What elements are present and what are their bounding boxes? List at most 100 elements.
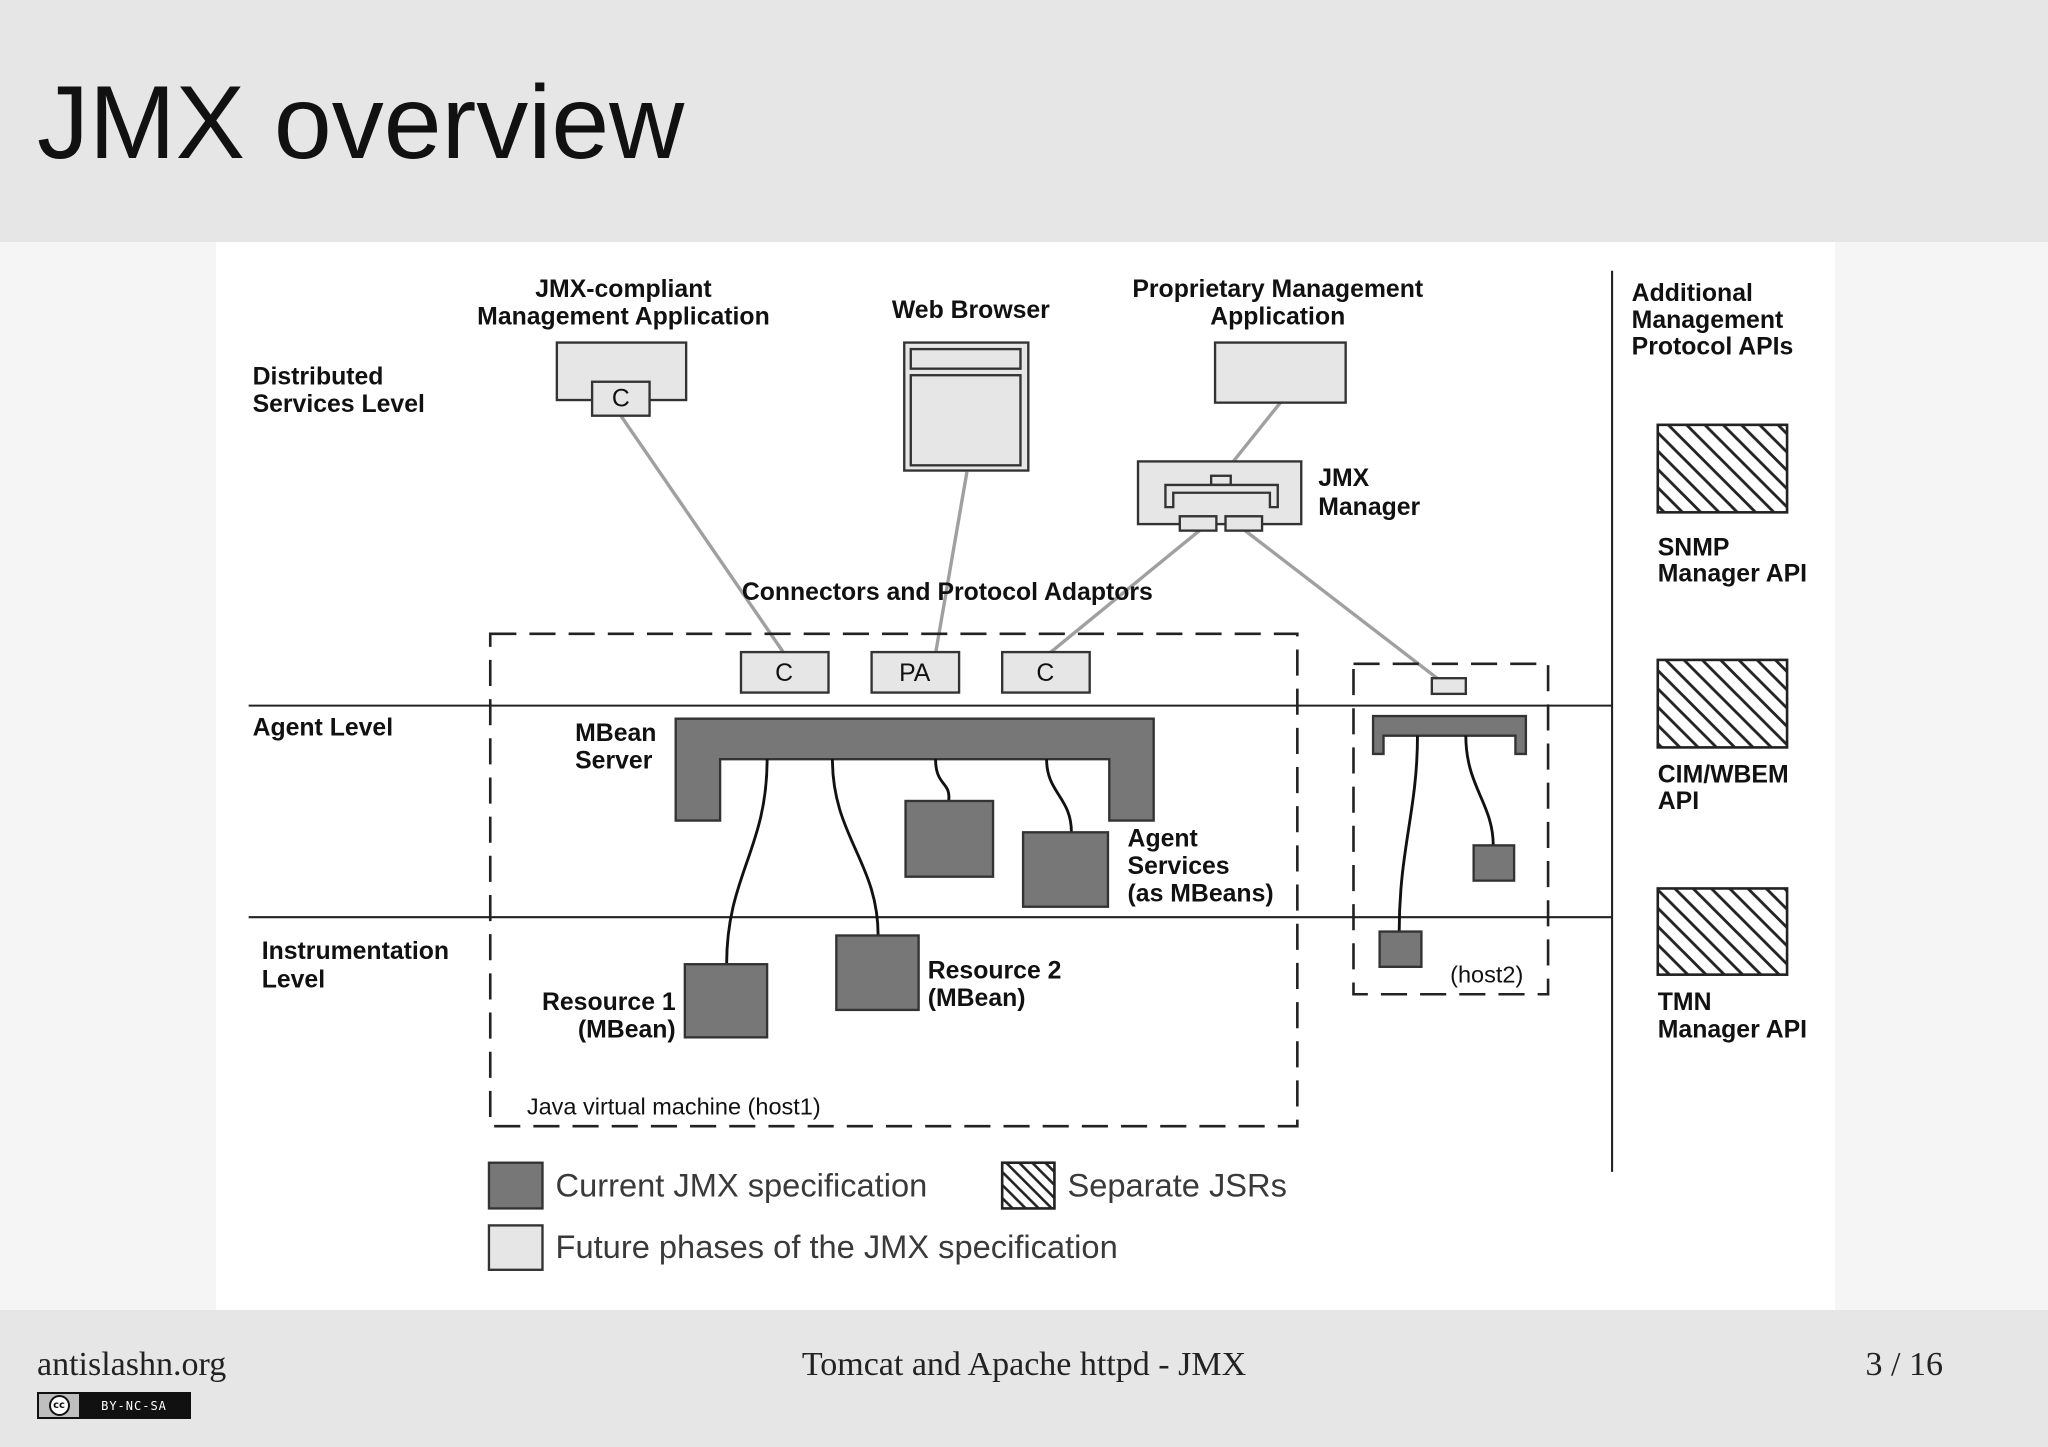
protocol-adaptor-label: PA bbox=[899, 659, 931, 686]
connector-label: C bbox=[775, 659, 793, 686]
manager-mbean-server-shape bbox=[1163, 483, 1279, 508]
agent-services-label-line: Agent bbox=[1127, 825, 1197, 852]
legend-separate-swatch bbox=[1000, 1161, 1056, 1210]
mbean-server: MBean Server bbox=[575, 717, 1155, 822]
resource-2-label-line: Resource 2 bbox=[927, 957, 1061, 984]
tmn-api-label-line: TMN bbox=[1657, 989, 1711, 1016]
jmx-compliant-management-application: JMX-compliant Management Application C bbox=[477, 275, 770, 417]
connection-lines bbox=[618, 401, 1438, 680]
tmn-api-hatched-box bbox=[1655, 886, 1788, 976]
legend-current-swatch bbox=[487, 1161, 544, 1210]
manager-adaptor bbox=[1209, 474, 1232, 486]
agent-service-wire bbox=[1044, 758, 1073, 832]
app-connector-label: C bbox=[611, 385, 629, 412]
app-label-line: Management Application bbox=[477, 303, 770, 330]
resource2-wire bbox=[830, 758, 880, 936]
cc-logo-area: cc bbox=[39, 1394, 79, 1417]
slide-footer: antislashn.org Tomcat and Apache httpd -… bbox=[0, 1310, 2048, 1447]
jmx-manager: JMX Manager bbox=[1136, 459, 1420, 532]
app-label-line: JMX-compliant bbox=[535, 275, 711, 302]
manager-connector bbox=[1178, 514, 1218, 532]
jmx-architecture-diagram: Distributed Services Level Agent Level I… bbox=[215, 241, 1835, 1310]
jmx-manager-label-line: Manager bbox=[1318, 494, 1420, 521]
protocol-adaptor-box bbox=[869, 650, 960, 694]
browser-viewport bbox=[909, 373, 1022, 467]
resource-1: Resource 1 (MBean) bbox=[541, 962, 768, 1043]
cc-license-terms: BY-NC-SA bbox=[101, 1398, 167, 1413]
connector-box bbox=[1000, 650, 1091, 694]
mbean-server-label-line: Server bbox=[575, 747, 653, 774]
manager-to-host2-line bbox=[1243, 528, 1438, 680]
cc-icon: cc bbox=[48, 1395, 70, 1416]
additional-apis-title-line: Management bbox=[1631, 307, 1783, 334]
connectors-adaptors-label: Connectors and Protocol Adaptors bbox=[741, 578, 1152, 605]
resource-2-label-line: (MBean) bbox=[927, 985, 1025, 1012]
resource-2: Resource 2 (MBean) bbox=[834, 933, 1061, 1012]
distributed-services-level-label: Distributed Services Level bbox=[252, 363, 424, 417]
cim-wbem-api-label-line: CIM/WBEM bbox=[1657, 761, 1788, 788]
web-browser-label: Web Browser bbox=[891, 296, 1049, 323]
resource-1-label-line: Resource 1 bbox=[541, 989, 675, 1016]
manager-connector bbox=[1223, 514, 1263, 532]
level-label-line: Distributed bbox=[252, 363, 383, 390]
app-connector-box bbox=[590, 380, 651, 417]
legend-future-label: Future phases of the JMX specification bbox=[555, 1228, 1117, 1265]
legend-separate-label: Separate JSRs bbox=[1067, 1166, 1286, 1203]
host2-connector bbox=[1430, 676, 1467, 695]
footer-presentation-title: Tomcat and Apache httpd - JMX bbox=[801, 1346, 1247, 1383]
slide-title: JMX overview bbox=[37, 65, 685, 181]
jmx-app-to-connector-line bbox=[618, 414, 785, 654]
connectors-row: C PA C bbox=[739, 650, 1091, 694]
host2-label: (host2) bbox=[1450, 961, 1523, 987]
tmn-api-label-line: Manager API bbox=[1657, 1016, 1806, 1043]
level-label-line: Instrumentation bbox=[261, 938, 448, 965]
browser-toolbar bbox=[909, 347, 1022, 370]
agent-services: Agent Services (as MBeans) bbox=[903, 799, 1273, 908]
jmx-manager-label-line: JMX bbox=[1318, 465, 1369, 492]
slide-header: JMX overview bbox=[0, 0, 2048, 242]
connector-box bbox=[739, 650, 830, 694]
host2-wire bbox=[1397, 735, 1419, 932]
app-label-line: Proprietary Management bbox=[1132, 275, 1423, 302]
agent-service-mbean bbox=[1021, 830, 1109, 908]
cim-wbem-api-label-line: API bbox=[1657, 787, 1698, 814]
snmp-api-label-line: Manager API bbox=[1657, 560, 1806, 587]
additional-apis-title-line: Additional bbox=[1631, 279, 1752, 306]
footer-site: antislashn.org bbox=[37, 1346, 227, 1383]
jvm-host1-label: Java virtual machine (host1) bbox=[526, 1093, 820, 1119]
host2-mbean-server-shape bbox=[1371, 714, 1527, 755]
host2-boundary bbox=[1351, 662, 1549, 996]
resource1-wire bbox=[724, 758, 769, 964]
connector-label: C bbox=[1036, 659, 1054, 686]
agent-service-wire bbox=[933, 758, 950, 801]
app-label-line: Application bbox=[1210, 303, 1345, 330]
snmp-api-hatched-box bbox=[1655, 423, 1788, 514]
agent-services-label-line: (as MBeans) bbox=[1127, 880, 1273, 907]
instrumentation-level-label: Instrumentation Level bbox=[261, 938, 448, 994]
host2: (host2) bbox=[1351, 662, 1549, 996]
resource-1-mbean bbox=[683, 962, 768, 1039]
cim-wbem-api-hatched-box bbox=[1655, 658, 1788, 749]
agent-level-label: Agent Level bbox=[252, 714, 393, 741]
browser-to-adaptor-line bbox=[933, 471, 969, 654]
legend-future-swatch bbox=[487, 1223, 544, 1271]
host2-mbean bbox=[1377, 929, 1423, 968]
cc-license-badge: cc BY-NC-SA bbox=[37, 1392, 191, 1419]
mbean-server-shape bbox=[674, 717, 1155, 822]
jvm-host1-boundary bbox=[488, 632, 1299, 1128]
agent-services-label-line: Services bbox=[1127, 853, 1229, 880]
resource-1-label-line: (MBean) bbox=[577, 1016, 675, 1043]
level-label-line: Level bbox=[261, 966, 324, 993]
resource-2-mbean bbox=[834, 933, 920, 1011]
additional-apis-title-line: Protocol APIs bbox=[1631, 333, 1793, 360]
mbean-server-label-line: MBean bbox=[575, 719, 656, 746]
footer-page-number: 3 / 16 bbox=[1865, 1346, 1943, 1383]
web-browser: Web Browser bbox=[891, 296, 1050, 472]
diagram-legend: Current JMX specification Separate JSRs … bbox=[487, 1161, 1286, 1271]
mbean-wires bbox=[724, 758, 1073, 964]
app-box bbox=[1213, 340, 1347, 404]
level-label-line: Services Level bbox=[252, 390, 424, 417]
host2-wire bbox=[1463, 735, 1495, 845]
host2-mbean bbox=[1471, 843, 1515, 882]
